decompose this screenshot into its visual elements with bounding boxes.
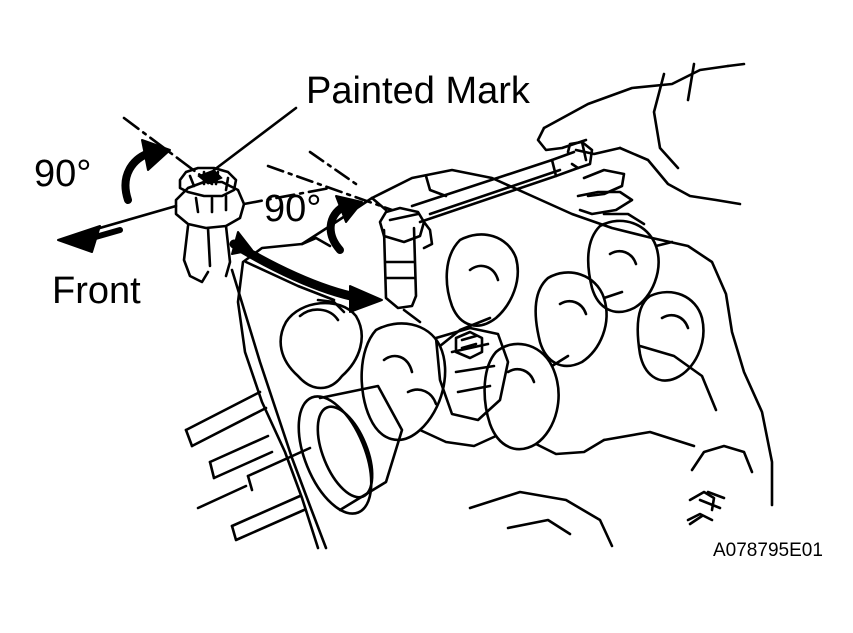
rotation-angle-label-left: 90°: [34, 153, 92, 195]
front-arrow-icon: [57, 225, 123, 253]
section-mark-icon: [688, 490, 726, 526]
socket-wrench: [378, 140, 594, 310]
transfer-arrow-icon: [229, 231, 383, 313]
callout-leader: [212, 106, 298, 172]
bearing-cap: [434, 326, 510, 422]
bearing-cap-bolt: [454, 330, 484, 360]
figure-code: A078795E01: [713, 540, 823, 561]
socket-axis-line: [266, 150, 394, 212]
hand: [536, 62, 746, 226]
rod-bolt: [174, 166, 246, 284]
rotation-arrow-right-icon: [326, 195, 363, 254]
rotation-arrow-left-icon: [121, 139, 171, 204]
crankshaft: [279, 219, 705, 456]
crankshaft-pulley: [184, 384, 404, 542]
rotation-angle-label-right: 90°: [264, 188, 322, 230]
painted-mark-paint: [197, 169, 223, 185]
painted-mark-label: Painted Mark: [306, 70, 530, 112]
engine-block: [230, 168, 774, 550]
front-direction-label: Front: [52, 270, 141, 312]
